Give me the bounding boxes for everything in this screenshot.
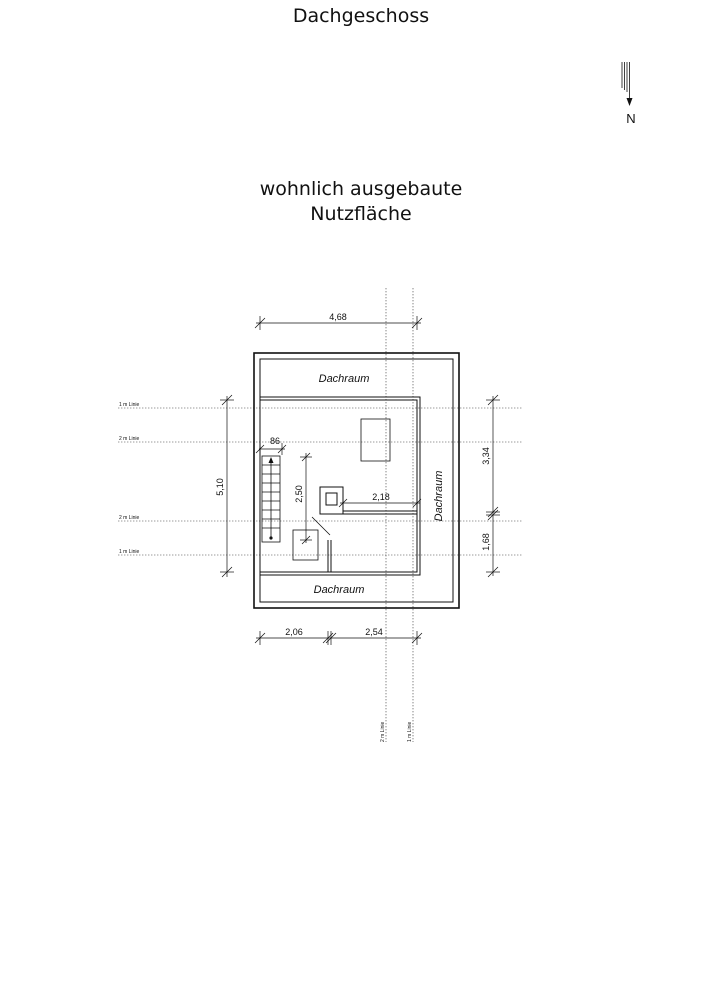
knee-walls	[260, 396, 421, 576]
room-label-right: Dachraum	[433, 471, 445, 522]
dim-bottom-right: 2,54	[365, 627, 383, 637]
dim-inner-width: 2,18	[372, 492, 390, 502]
chimney	[319, 486, 344, 515]
roof-window	[360, 418, 391, 462]
one-m-line-top-label: 1 m Linie	[119, 402, 140, 408]
height-lines	[118, 288, 523, 742]
two-m-line-vertical-label: 2 m Linie	[380, 721, 386, 742]
outer-walls	[253, 352, 460, 609]
two-m-line-bottom-label: 2 m Linie	[119, 515, 140, 521]
subtitle-line-2: Nutzfläche	[310, 203, 412, 225]
dim-stair-width: 86	[270, 436, 280, 446]
dim-bottom-left: 2,06	[285, 627, 303, 637]
dimension-lines	[220, 316, 500, 645]
room-label-bottom: Dachraum	[314, 584, 365, 596]
dim-stair-length: 2,50	[294, 485, 304, 503]
dim-left-height: 5,10	[215, 478, 225, 496]
dim-right-lower: 1,68	[481, 533, 491, 551]
two-m-line-top-label: 2 m Linie	[119, 436, 140, 442]
one-m-line-bottom-label: 1 m Linie	[119, 549, 140, 555]
north-arrow-icon	[621, 62, 633, 106]
north-label: N	[626, 111, 635, 126]
staircase	[261, 455, 331, 561]
page-title: Dachgeschoss	[292, 5, 430, 27]
dim-right-upper: 3,34	[481, 447, 491, 465]
subtitle-line-1: wohnlich ausgebaute	[259, 178, 463, 200]
one-m-line-vertical-label: 1 m Linie	[407, 721, 413, 742]
dim-top-width: 4,68	[329, 312, 347, 322]
room-label-top: Dachraum	[319, 373, 370, 385]
